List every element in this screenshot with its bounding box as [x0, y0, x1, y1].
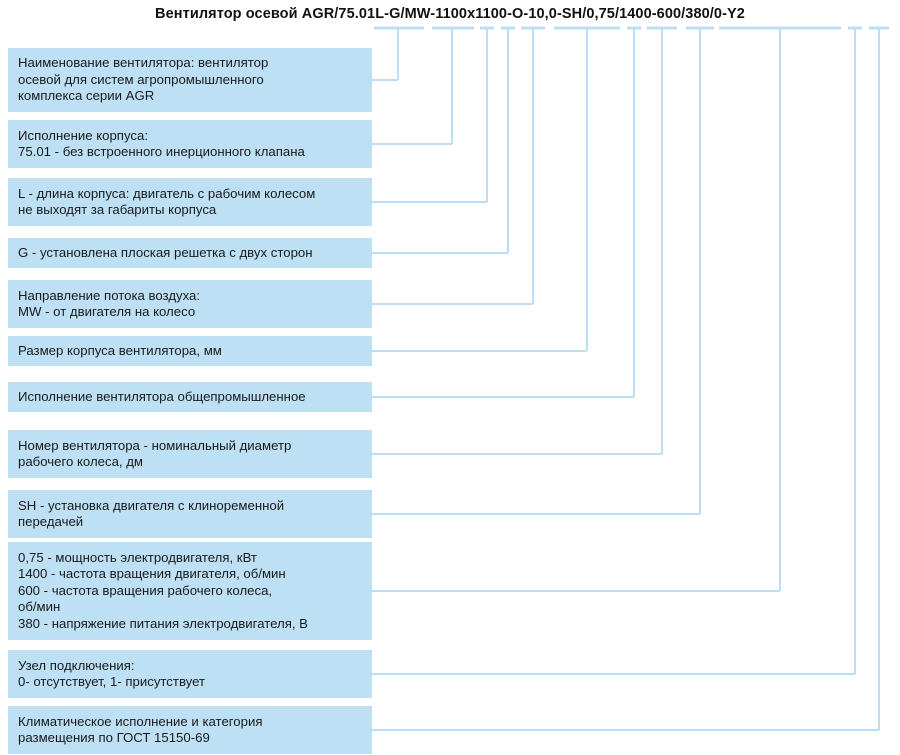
description-line: Номер вентилятора - номинальный диаметр — [18, 437, 292, 453]
page-title: Вентилятор осевой AGR/75.01L-G/MW-1100x1… — [155, 6, 745, 22]
description-line: 380 - напряжение питания электродвигател… — [18, 615, 308, 631]
description-line: Узел подключения: — [18, 657, 135, 673]
description-line: 600 - частота вращения рабочего колеса, — [18, 582, 273, 598]
description-line: Исполнение вентилятора общепромышленное — [18, 388, 306, 404]
description-line: MW - от двигателя на колесо — [18, 304, 196, 319]
description-line: 1400 - частота вращения двигателя, об/ми… — [18, 566, 286, 582]
description-line: размещения по ГОСТ 15150-69 — [18, 730, 210, 745]
description-line: G - установлена плоская решетка с двух с… — [18, 244, 313, 260]
description-line: Наименование вентилятора: вентилятор — [18, 55, 269, 71]
description-line: передачей — [18, 514, 84, 529]
description-box-o: Исполнение вентилятора общепромышленное — [8, 382, 372, 412]
description-line: 75.01 - без встроенного инерционного кла… — [18, 144, 305, 159]
description-line: 0- отсутствует, 1- присутствует — [18, 674, 206, 689]
description-box-0: Узел подключения:0- отсутствует, 1- прис… — [8, 650, 372, 698]
description-line: Направление потока воздуха: — [18, 287, 201, 303]
description-box-l: L - длина корпуса: двигатель с рабочим к… — [8, 178, 372, 226]
description-line: Климатическое исполнение и категория — [18, 713, 263, 729]
description-box-mw: Направление потока воздуха:MW - от двига… — [8, 280, 372, 328]
description-line: L - длина корпуса: двигатель с рабочим к… — [18, 185, 316, 201]
description-line: рабочего колеса, дм — [18, 454, 143, 469]
description-line: осевой для систем агропромышленного — [18, 71, 264, 87]
description-line: Исполнение корпуса: — [18, 127, 148, 143]
description-box-g: G - установлена плоская решетка с двух с… — [8, 238, 372, 268]
description-line: комплекса серии AGR — [18, 88, 155, 104]
description-line: SH - установка двигателя с клиноременной — [18, 497, 285, 513]
description-line: Размер корпуса вентилятора, мм — [18, 342, 222, 358]
description-box-1100x1100: Размер корпуса вентилятора, мм — [8, 336, 372, 366]
description-line: не выходят за габариты корпуса — [18, 202, 217, 217]
description-line: об/мин — [18, 599, 61, 615]
description-box-75-01: Исполнение корпуса:75.01 - без встроенно… — [8, 120, 372, 168]
description-line: 0,75 - мощность электродвигателя, кВт — [18, 549, 257, 565]
description-box-sh: SH - установка двигателя с клиноременной… — [8, 490, 372, 538]
